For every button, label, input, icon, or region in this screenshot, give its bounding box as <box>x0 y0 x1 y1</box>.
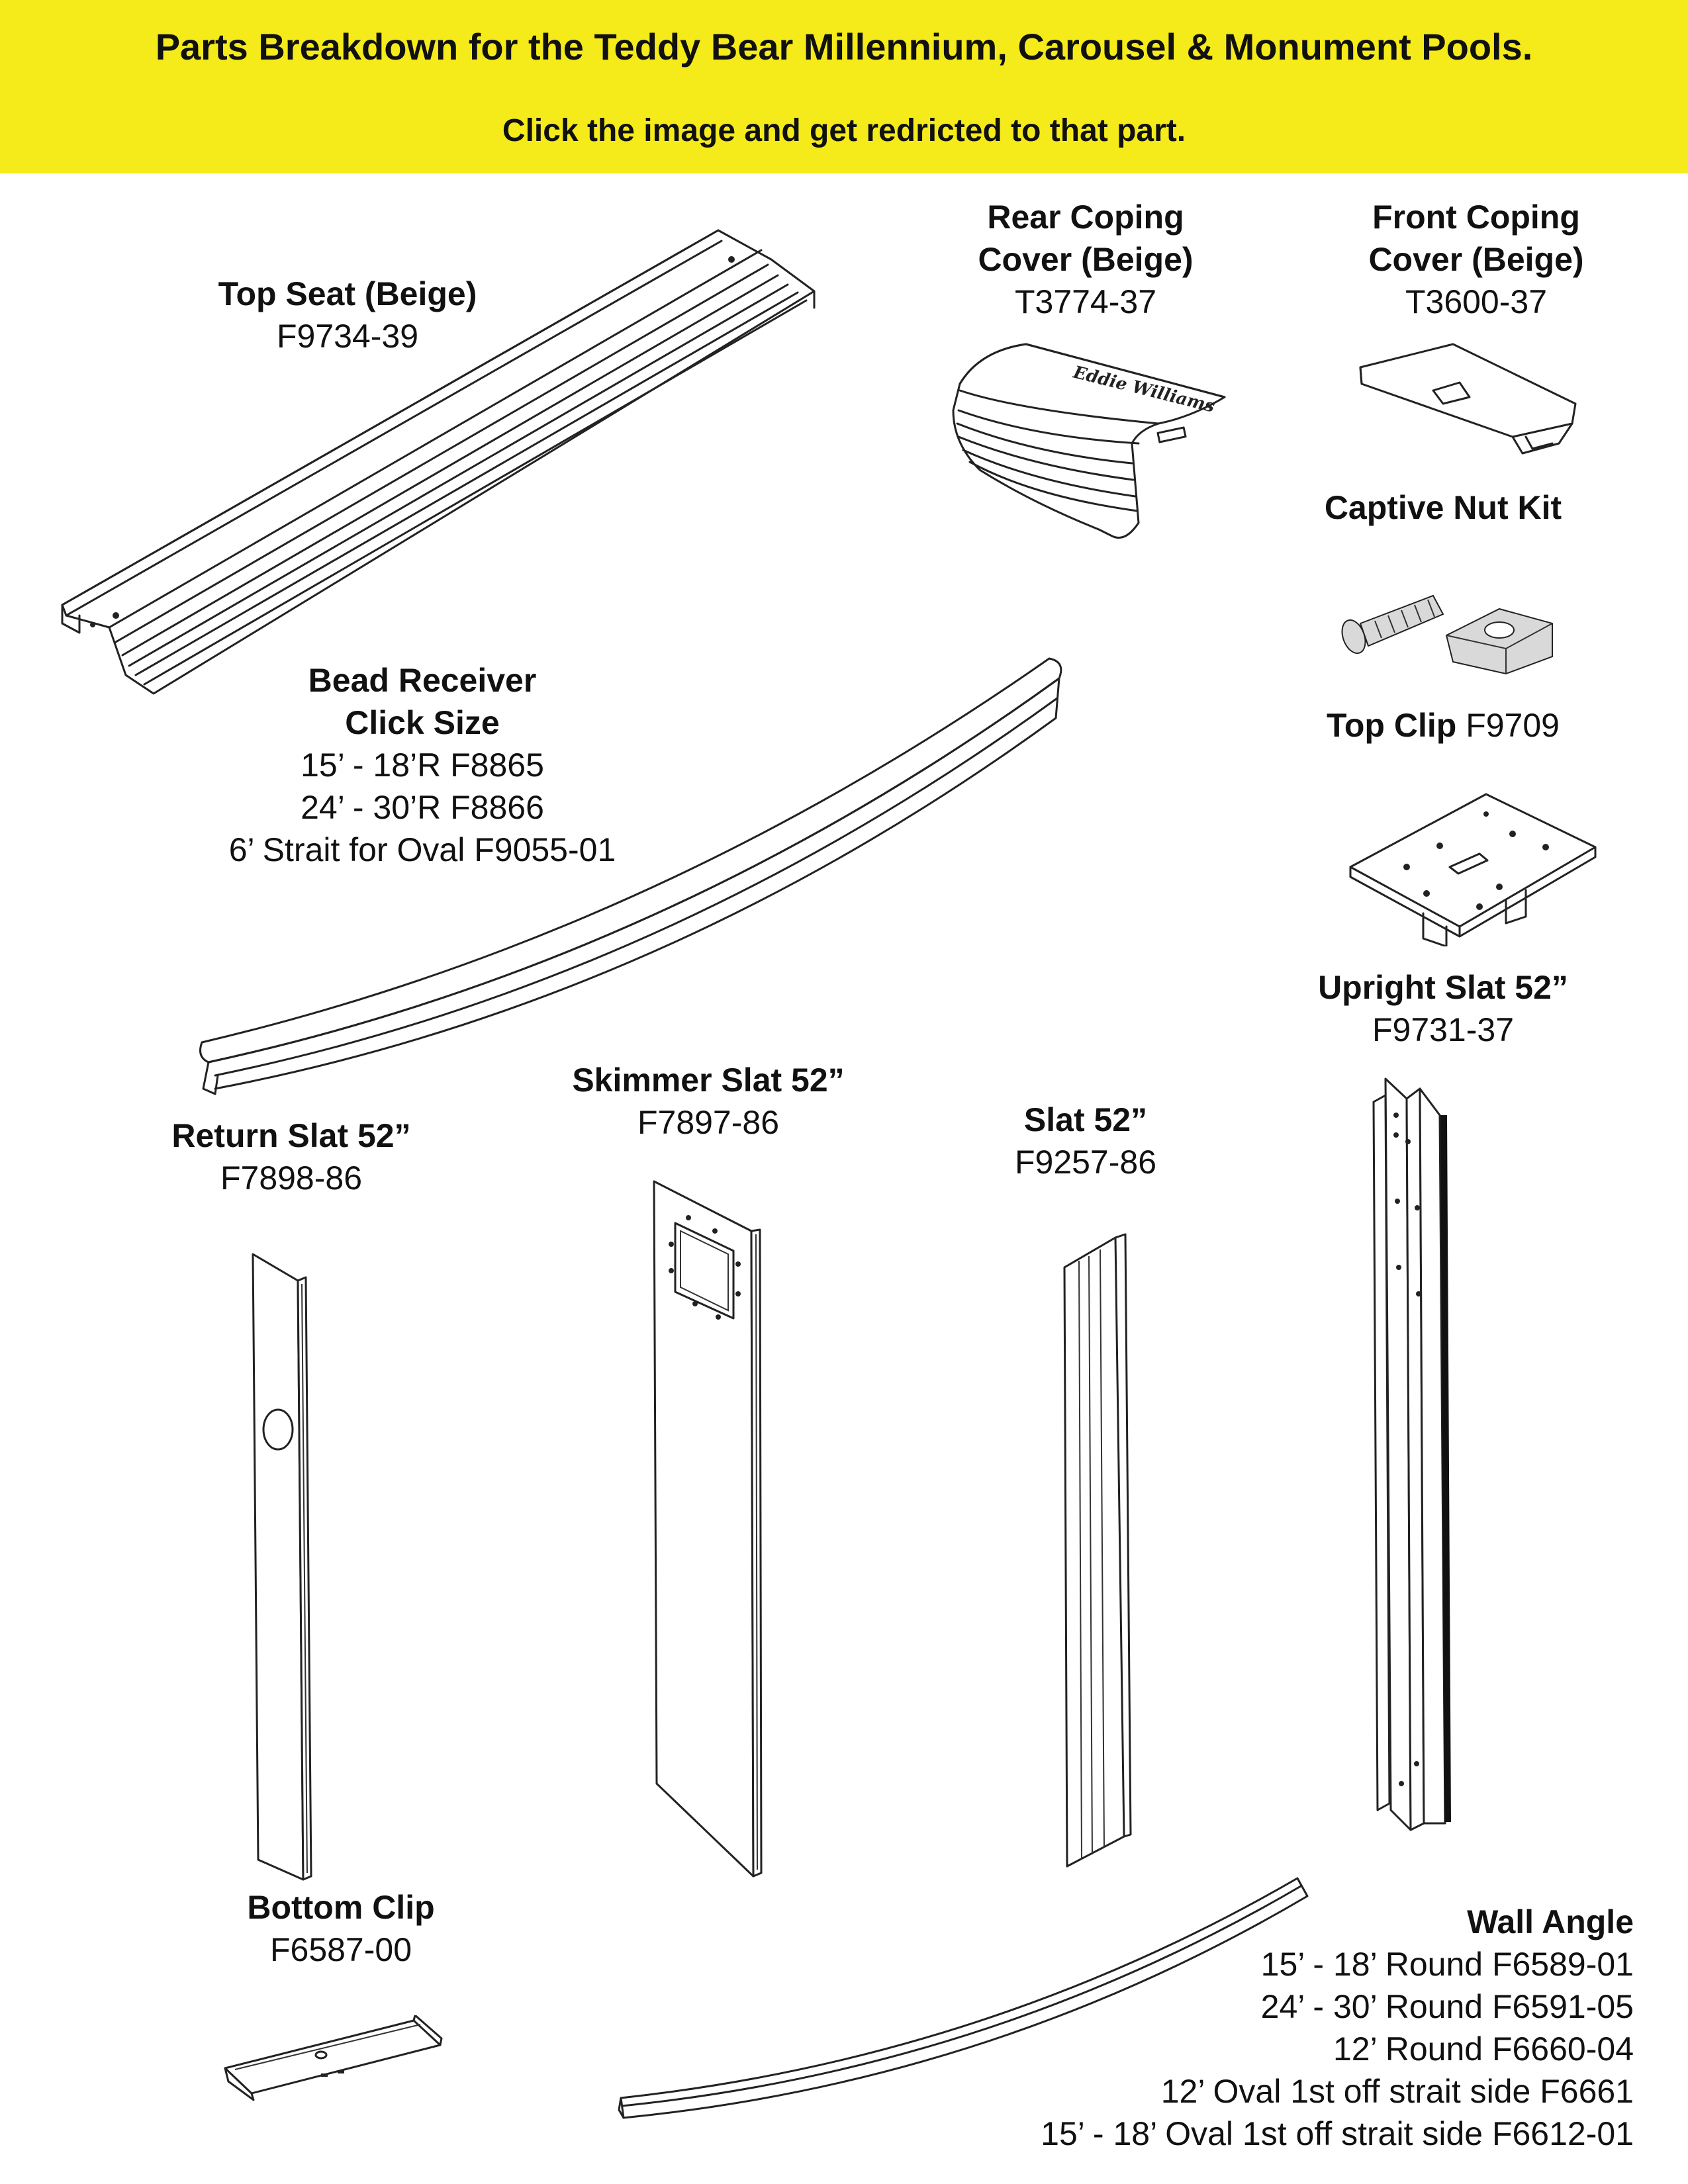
part-number: F6587-00 <box>269 1931 412 1968</box>
front-coping-cover-image[interactable] <box>1354 338 1585 467</box>
part-number: T3774-37 <box>1014 283 1157 320</box>
part-name: Slat 52” <box>1023 1101 1148 1138</box>
bottom-clip-drawing <box>222 2015 447 2101</box>
part-number: 15’ - 18’R F8865 <box>301 747 544 784</box>
top-clip-image[interactable] <box>1347 788 1599 946</box>
part-number: F7897-86 <box>637 1104 780 1141</box>
part-name: Return Slat 52” <box>171 1117 411 1154</box>
label-captive-nut-kit[interactable]: Captive Nut Kit <box>1258 486 1628 529</box>
part-number: F7898-86 <box>220 1160 363 1197</box>
rear-coping-cover-drawing: Eddie Williams <box>940 331 1231 549</box>
top-seat-drawing <box>53 218 834 702</box>
skimmer-slat-image[interactable] <box>649 1178 765 1880</box>
part-number: 6’ Strait for Oval F9055-01 <box>228 831 616 868</box>
label-wall-angle[interactable]: Wall Angle 15’ - 18’ Round F6589-01 24’ … <box>927 1901 1634 2155</box>
part-number: F9709 <box>1466 707 1560 744</box>
header-banner: Parts Breakdown for the Teddy Bear Mille… <box>0 0 1688 173</box>
part-name: Captive Nut Kit <box>1324 489 1562 526</box>
skimmer-slat-drawing <box>649 1178 765 1880</box>
label-bead-receiver[interactable]: Bead Receiver Click Size 15’ - 18’R F886… <box>177 659 667 871</box>
part-name: Bead Receiver <box>308 662 537 699</box>
label-rear-coping[interactable]: Rear Coping Cover (Beige) T3774-37 <box>900 196 1271 323</box>
part-number: F9731-37 <box>1372 1011 1515 1048</box>
return-slat-image[interactable] <box>245 1251 314 1886</box>
part-number: 24’ - 30’R F8866 <box>301 789 544 826</box>
upright-slat-drawing <box>1367 1075 1456 1837</box>
part-number: 12’ Oval 1st off strait side F6661 <box>1160 2073 1634 2110</box>
page-instructions: Click the image and get redricted to tha… <box>502 113 1186 148</box>
part-name: Bottom Clip <box>247 1889 435 1926</box>
bead-receiver-drawing <box>189 652 1069 1095</box>
part-name: Upright Slat 52” <box>1318 969 1568 1006</box>
top-seat-image[interactable] <box>53 218 834 702</box>
label-upright-slat[interactable]: Upright Slat 52” F9731-37 <box>1244 966 1642 1051</box>
part-name: Top Seat (Beige) <box>218 275 477 312</box>
bead-receiver-image[interactable] <box>189 652 1069 1095</box>
part-number: F9734-39 <box>276 318 419 355</box>
page-title: Parts Breakdown for the Teddy Bear Mille… <box>155 26 1533 68</box>
part-name: Cover (Beige) <box>1368 241 1584 278</box>
label-slat[interactable]: Slat 52” F9257-86 <box>953 1099 1218 1183</box>
wall-angle-drawing <box>616 1873 1317 2124</box>
label-return-slat[interactable]: Return Slat 52” F7898-86 <box>119 1115 463 1199</box>
rear-coping-cover-image[interactable]: Eddie Williams <box>940 331 1231 549</box>
part-name: Front Coping <box>1372 199 1580 236</box>
top-clip-drawing <box>1347 788 1599 946</box>
part-name: Rear Coping <box>987 199 1184 236</box>
part-name: Cover (Beige) <box>978 241 1194 278</box>
part-number: F9257-86 <box>1014 1144 1157 1181</box>
part-number: T3600-37 <box>1405 283 1548 320</box>
part-number: 24’ - 30’ Round F6591-05 <box>1260 1988 1634 2025</box>
label-front-coping[interactable]: Front Coping Cover (Beige) T3600-37 <box>1291 196 1662 323</box>
part-name: Click Size <box>345 704 500 741</box>
part-name: Wall Angle <box>1467 1903 1634 1940</box>
part-number: 15’ - 18’ Round F6589-01 <box>1260 1946 1634 1983</box>
label-skimmer-slat[interactable]: Skimmer Slat 52” F7897-86 <box>516 1059 900 1144</box>
part-number: 12’ Round F6660-04 <box>1333 2030 1634 2068</box>
bottom-clip-image[interactable] <box>222 2015 447 2101</box>
front-coping-cover-drawing <box>1354 338 1585 467</box>
captive-nut-kit-image[interactable] <box>1334 582 1572 675</box>
wall-angle-image[interactable] <box>616 1873 1317 2124</box>
label-bottom-clip[interactable]: Bottom Clip F6587-00 <box>199 1886 483 1971</box>
slat-drawing <box>1059 1231 1132 1873</box>
slat-image[interactable] <box>1059 1231 1132 1873</box>
captive-nut-kit-drawing <box>1334 582 1572 675</box>
part-number: 15’ - 18’ Oval 1st off strait side F6612… <box>1041 2115 1634 2152</box>
label-top-clip[interactable]: Top Clip F9709 <box>1258 704 1628 747</box>
part-name: Skimmer Slat 52” <box>572 1062 845 1099</box>
upright-slat-image[interactable] <box>1367 1075 1456 1837</box>
return-slat-drawing <box>245 1251 314 1886</box>
label-top-seat[interactable]: Top Seat (Beige) F9734-39 <box>165 273 530 357</box>
part-name: Top Clip <box>1327 707 1457 744</box>
